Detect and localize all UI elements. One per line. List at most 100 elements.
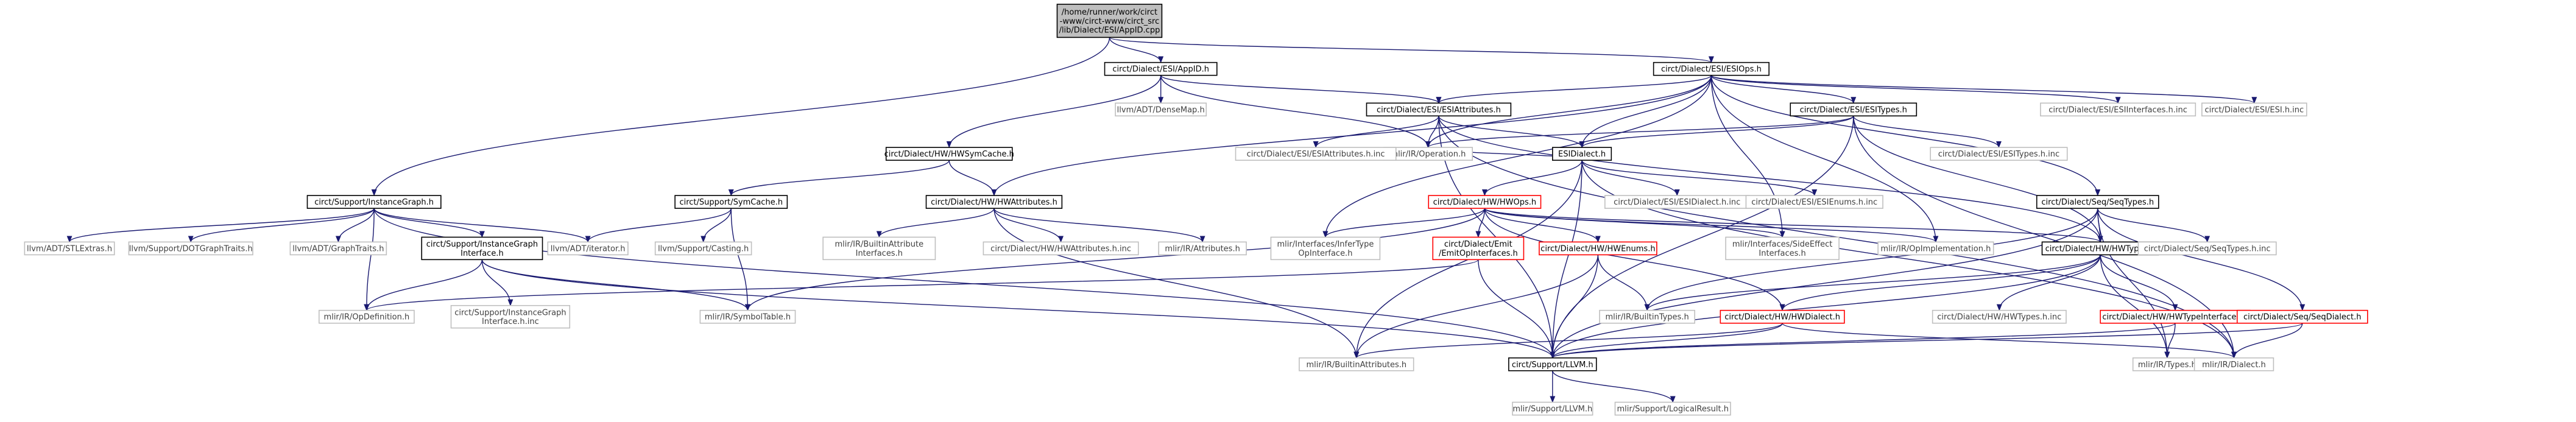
graph-node-hwtypes-inc[interactable]: circt/Dialect/HW/HWTypes.h.inc [1932,309,2067,324]
graph-edge [188,208,375,243]
node-box [1104,62,1218,76]
graph-node-densemap[interactable]: llvm/ADT/DenseMap.h [1115,102,1207,117]
graph-node-seqtypes-inc[interactable]: circt/Dialect/Seq/SeqTypes.h.inc [2137,241,2277,256]
graph-edge [1109,37,1164,63]
graph-node-builtintypes[interactable]: mlir/IR/BuiltinTypes.h [1599,309,1695,324]
graph-node-esiattrs-h[interactable]: circt/Dialect/ESI/ESIAttributes.h [1366,102,1512,117]
graph-node-emitopif[interactable]: circt/Dialect/Emit/EmitOpInterfaces.h [1432,236,1525,261]
graph-node-hwenums[interactable]: circt/Dialect/HW/HWEnums.h [1539,241,1657,256]
graph-edge [364,208,375,311]
node-label: mlir/IR/SymbolTable.h [705,313,791,322]
graph-node-esienums-inc[interactable]: circt/Dialect/ESI/ESIEnums.h.inc [1745,195,1883,209]
graph-node-hwattrs-inc[interactable]: circt/Dialect/HW/HWAttributes.h.inc [983,241,1139,256]
graph-node-stlextras[interactable]: llvm/ADT/STLExtras.h [24,241,115,256]
node-box [306,195,442,209]
graph-node-hwtypeif[interactable]: circt/Dialect/HW/HWTypeInterfaces.h [2100,309,2251,324]
node-label: circt/Dialect/HW/HWTypes.h [2045,244,2156,253]
node-box [1552,147,1612,161]
graph-node-seqdialect[interactable]: circt/Dialect/Seq/SeqDialect.h [2236,309,2368,324]
graph-edge [946,75,1162,149]
graph-edge [1313,116,1439,149]
edge-seqdialect-to-llvm_h [1550,323,2303,359]
graph-edge [728,160,950,197]
graph-node-esiops-h[interactable]: circt/Dialect/ESI/ESIOps.h [1653,62,1770,76]
edge-appid_h-to-hwsymcache [946,75,1162,149]
graph-node-esidialect-h[interactable]: ESIDialect.h [1552,147,1612,161]
graph-node-operation-h[interactable]: mlir/IR/Operation.h [1383,147,1473,161]
node-box [699,309,796,324]
graph-node-hwdialect[interactable]: circt/Dialect/HW/HWDialect.h [1720,309,1845,324]
node-box [1366,102,1512,117]
graph-node-esitypes-inc[interactable]: circt/Dialect/ESI/ESITypes.h.inc [1930,147,2068,161]
graph-node-hwattrs-h[interactable]: circt/Dialect/HW/HWAttributes.h [925,195,1063,209]
graph-node-appid-h[interactable]: circt/Dialect/ESI/AppID.h [1104,62,1218,76]
graph-node-dotgraph[interactable]: llvm/Support/DOTGraphTraits.h [128,241,253,256]
graph-node-mlirllvm[interactable]: mlir/Support/LLVM.h [1512,401,1593,416]
graph-edge [1782,323,2237,359]
graph-edge [66,208,375,243]
graph-edge [1475,208,1486,238]
edge-llvm_h-to-logicalresult [1552,370,1676,403]
node-label: circt/Dialect/ESI/ESIEnums.h.inc [1751,198,1877,207]
graph-node-llvm-h[interactable]: circt/Support/LLVM.h [1508,357,1597,371]
edge-hwtypeif-to-types_h [2164,323,2176,359]
node-label: mlir/IR/Operation.h [1390,150,1466,159]
graph-node-seqtypes-h[interactable]: circt/Dialect/Seq/SeqTypes.h [2036,195,2159,209]
node-label: mlir/IR/OpImplementation.h [1880,244,1991,253]
node-box [1508,357,1597,371]
edge-hwtypes_h-to-hwtypes_inc [1996,255,2101,311]
graph-node-hwops-h[interactable]: circt/Dialect/HW/HWOps.h [1428,195,1542,209]
edge-instgraph_h-to-instgraphiface_h [373,208,485,238]
edge-esitypes_h-to-hwtypes_h [1853,116,2103,243]
graph-node-opdefinition[interactable]: mlir/IR/OpDefinition.h [318,309,415,324]
graph-node-hwsymcache[interactable]: circt/Dialect/HW/HWSymCache.h [884,147,1014,161]
edges-layer [66,37,2306,403]
edge-esiops_h-to-operation_h [1425,75,1712,149]
graph-node-builtinattrs[interactable]: mlir/IR/BuiltinAttributes.h [1299,357,1414,371]
graph-node-types-h[interactable]: mlir/IR/Types.h [2132,357,2202,371]
edge-hwops_h-to-hwenums [1484,208,1601,243]
node-box [547,241,629,256]
graph-node-dialect-h[interactable]: mlir/IR/Dialect.h [2193,357,2274,371]
edge-hwenums-to-builtintypes [1597,255,1650,311]
graph-node-mlirattrs[interactable]: mlir/IR/Attributes.h [1158,241,1247,256]
edge-root-to-appid_h [1109,37,1164,63]
graph-node-esitypes-h[interactable]: circt/Dialect/ESI/ESITypes.h [1790,102,1918,117]
node-box [450,304,571,329]
graph-node-graphtraits[interactable]: llvm/ADT/GraphTraits.h [289,241,387,256]
node-label: Interface.h [461,249,504,258]
graph-node-root[interactable]: /home/runner/work/circt-www/circt-www/ci… [1056,4,1163,38]
node-label: Interface.h.inc [482,317,539,326]
node-label: mlir/Interfaces/SideEffect [1732,240,1833,249]
node-box [1725,236,1840,261]
graph-node-symcache-h[interactable]: circt/Support/SymCache.h [674,195,788,209]
node-label: mlir/IR/BuiltinTypes.h [1606,313,1689,322]
edge-hwtypes_h-to-builtintypes [1644,255,2101,311]
edge-symcache_h-to-symboltable [730,208,750,311]
node-box [1270,236,1381,261]
node-label: circt/Dialect/ESI/ESIAttributes.h.inc [1247,150,1385,159]
graph-node-hwtypes-h[interactable]: circt/Dialect/HW/HWTypes.h [2041,241,2159,256]
graph-node-esidialect-inc[interactable]: circt/Dialect/ESI/ESIDialect.h.inc [1604,195,1750,209]
graph-edge [1484,208,1601,243]
graph-node-esi-inc[interactable]: circt/Dialect/ESI/ESI.h.inc [2201,102,2307,117]
graph-edge [1597,255,1650,311]
graph-node-symboltable[interactable]: mlir/IR/SymbolTable.h [699,309,796,324]
graph-node-opimpl[interactable]: mlir/IR/OpImplementation.h [1877,241,1994,256]
graph-node-logicalresult[interactable]: mlir/Support/LogicalResult.h [1614,401,1731,416]
graph-node-casting[interactable]: llvm/Support/Casting.h [654,241,752,256]
graph-node-esiinterfaces-inc[interactable]: circt/Dialect/ESI/ESIInterfaces.h.inc [2040,102,2197,117]
node-label: circt/Dialect/HW/HWTypeInterfaces.h [2102,313,2248,322]
node-box [2137,241,2277,256]
graph-node-esiattrs-inc[interactable]: circt/Dialect/ESI/ESIAttributes.h.inc [1235,147,1397,161]
edge-hwsymcache-to-hwattrs_h [948,160,997,197]
graph-node-instgraph-h[interactable]: circt/Support/InstanceGraph.h [306,195,442,209]
graph-node-instgraphiface-inc[interactable]: circt/Support/InstanceGraphInterface.h.i… [450,304,571,329]
edge-hwops_h-to-emitopif [1475,208,1486,238]
graph-node-iterator[interactable]: llvm/ADT/iterator.h [547,241,629,256]
edge-seqtypes_h-to-types_h [2097,208,2170,359]
